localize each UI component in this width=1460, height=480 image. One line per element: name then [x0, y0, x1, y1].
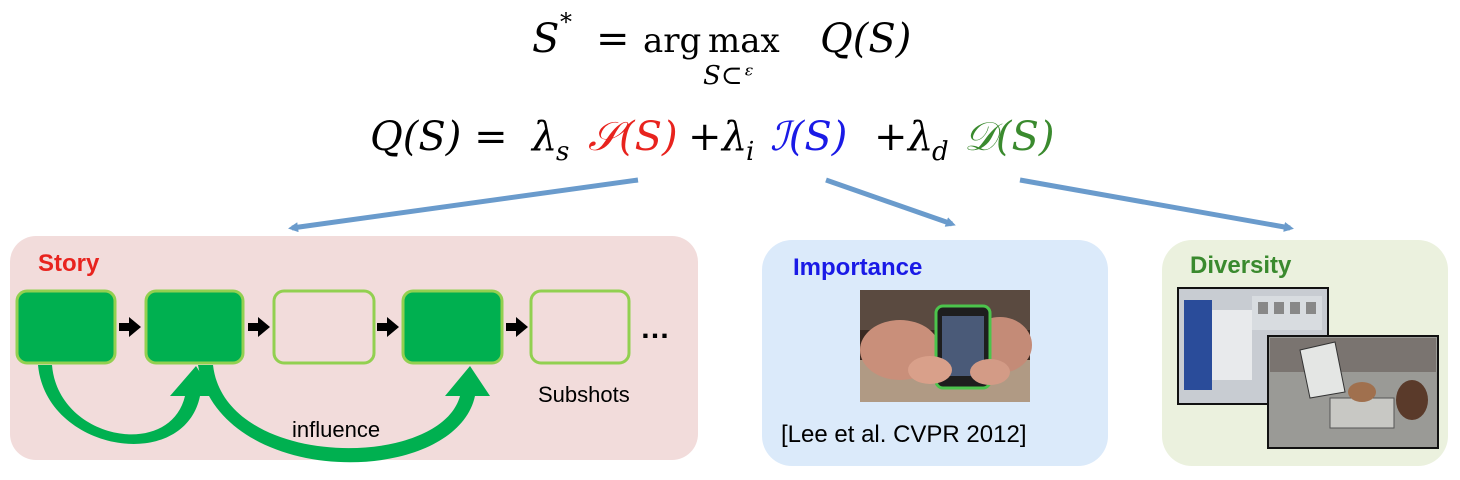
eq1-max: max [708, 21, 780, 61]
subshots-label: Subshots [538, 382, 630, 407]
eq2-sub-d: d [932, 137, 949, 167]
eq2-lhs: Q(S) = [370, 114, 508, 160]
eq2-lambda-s: λ [530, 114, 557, 160]
chain-arrows [119, 317, 528, 337]
influence-arc-short [38, 365, 215, 444]
subshot-3-unselected [272, 289, 376, 365]
chain-arrow-2 [248, 317, 270, 337]
story-ellipsis: … [640, 312, 670, 345]
arrow-to-story [288, 177, 639, 233]
eq1-equals: = [596, 16, 630, 62]
subshot-5-unselected [529, 289, 631, 365]
eq2-lambda-i: λ [720, 114, 747, 160]
diversity-panel: Diversity [1162, 240, 1448, 466]
term-arrows [288, 177, 1294, 233]
phone-in-hands-photo [860, 290, 1032, 402]
story-title: Story [38, 250, 100, 277]
eq2-lambda-d: λ [906, 114, 933, 160]
eq1-star: * [560, 8, 572, 36]
objective-equation: S * = arg max S⊂ᵋ Q(S) [532, 8, 911, 91]
eq1-arg: arg [643, 21, 701, 61]
eq2-plus-1: + [688, 114, 722, 160]
quality-equation: Q(S) = λ s 𝒮(S) + λ i ℐ(S) + λ d 𝒟(S) [370, 114, 1055, 167]
chain-arrow-4 [506, 317, 528, 337]
influence-label: influence [292, 417, 380, 442]
eq1-rhs: Q(S) [820, 16, 911, 62]
importance-title: Importance [793, 254, 922, 281]
subshot-4-selected [401, 289, 504, 365]
subshot-1-selected [15, 289, 117, 365]
importance-panel: Importance [Lee et al. CVPR 2012] [762, 240, 1108, 466]
scale-and-cup-photo [1267, 335, 1439, 449]
eq2-plus-2: + [874, 114, 908, 160]
importance-term: ℐ(S) [770, 114, 847, 160]
eq2-sub-i: i [746, 137, 754, 167]
story-term: 𝒮(S) [588, 114, 678, 160]
eq2-sub-s: s [556, 137, 569, 167]
arrow-to-diversity [1019, 177, 1294, 232]
eq1-subscript: S⊂ᵋ [703, 61, 754, 91]
eq1-lhs: S [532, 16, 559, 62]
importance-citation: [Lee et al. CVPR 2012] [781, 421, 1026, 448]
story-panel: Story … Subshots influence [10, 236, 698, 463]
diversity-title: Diversity [1190, 252, 1292, 279]
subshot-2-selected [144, 289, 245, 365]
diversity-term: 𝒟(S) [964, 114, 1055, 160]
influence-arc-long [198, 365, 490, 463]
arrow-to-importance [825, 177, 956, 227]
chain-arrow-1 [119, 317, 141, 337]
chain-arrow-3 [377, 317, 399, 337]
